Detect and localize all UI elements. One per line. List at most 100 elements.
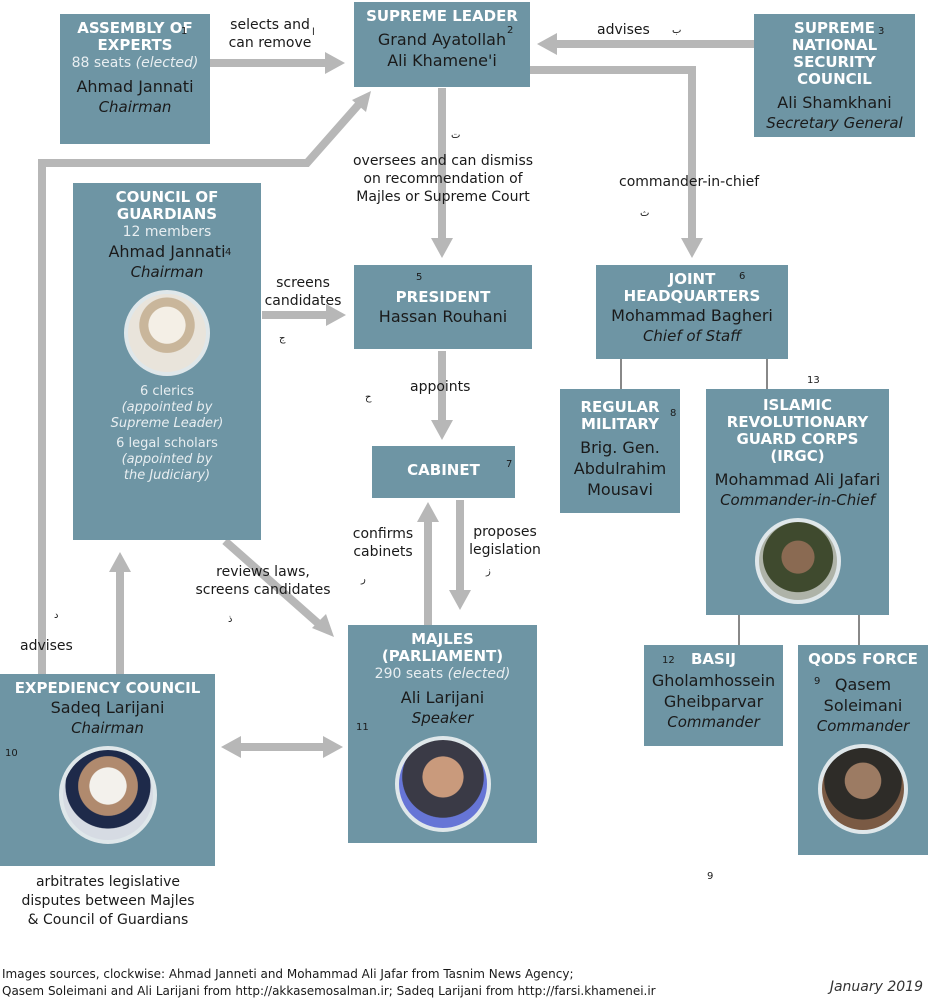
arrowhead-oversees xyxy=(431,238,453,258)
node-role: Commander-in-Chief xyxy=(720,491,875,509)
node-regular-military: Regular Military Brig. Gen. Abdulrahim M… xyxy=(560,389,680,513)
marker-confirms: ر xyxy=(361,574,366,585)
sources-line-1: Images sources, clockwise: Ahmad Janneti… xyxy=(2,967,574,981)
node-number-joint: 6 xyxy=(739,271,746,282)
node-joint-headquarters: Joint Headquarters Mohammad Bagheri Chie… xyxy=(596,265,788,359)
node-cabinet: Cabinet xyxy=(372,446,515,498)
portrait-sadeq-larijani-icon xyxy=(58,746,157,844)
node-number-basij: 12 xyxy=(662,655,675,666)
edge-label-confirms: confirms cabinets xyxy=(352,526,414,560)
node-president: President Hassan Rouhani xyxy=(354,265,532,349)
node-number-assembly: 1 xyxy=(181,26,188,37)
node-title: Joint Headquarters xyxy=(623,270,761,305)
edge-label-advises-exp: advises xyxy=(20,638,73,654)
arrowhead-screens xyxy=(326,304,346,326)
node-name: Brig. Gen. Abdulrahim Mousavi xyxy=(573,438,667,499)
node-number-qods: 9 xyxy=(814,676,821,687)
arrowhead-proposes xyxy=(449,590,471,610)
node-name: Ali Larijani xyxy=(400,688,485,707)
node-seats: 88 seats xyxy=(71,55,132,71)
edge-label-commander: commander-in-chief xyxy=(619,174,760,190)
node-title: Basij xyxy=(690,650,736,668)
marker-screens: ج xyxy=(279,333,286,344)
arrowhead-exp-guardians xyxy=(109,552,131,572)
edge-reviews xyxy=(222,538,323,628)
node-name: Sadeq Larijani xyxy=(50,698,165,717)
node-clerics-note: (appointed by Supreme Leader) xyxy=(110,400,224,431)
node-irgc: Islamic Revolutionary Guard Corps (IRGC)… xyxy=(706,389,889,615)
node-number-regular: 8 xyxy=(670,408,677,419)
arrowhead-confirms xyxy=(417,502,439,522)
marker-proposes: ز xyxy=(486,566,491,577)
node-number-expediency: 10 xyxy=(5,748,18,759)
node-title: Regular Military xyxy=(580,398,660,433)
node-title: Supreme Leader xyxy=(366,7,518,25)
edge-label-advises-snsc: advises xyxy=(597,22,650,38)
node-qods-force: Qods Force Qasem Soleimani Commander xyxy=(798,645,928,855)
arrowhead-reviews xyxy=(312,614,334,637)
portrait-ahmad-jannati-icon xyxy=(124,290,210,376)
node-name: Gholamhossein Gheibparvar xyxy=(651,671,776,711)
node-title: Majles (Parliament) xyxy=(381,630,504,665)
node-title: Islamic Revolutionary Guard Corps (IRGC) xyxy=(726,396,869,465)
node-number-majles: 11 xyxy=(356,722,369,733)
edge-label-arbitrates: arbitrates legislative disputes between … xyxy=(21,874,195,928)
marker-oversees: ت xyxy=(451,130,461,141)
node-name: Mohammad Bagheri xyxy=(611,306,773,325)
marker-advises-snsc: ب xyxy=(672,25,682,36)
node-number-irgc: 13 xyxy=(807,375,820,386)
node-number-cabinet: 7 xyxy=(506,459,513,470)
node-scholars: 6 legal scholars xyxy=(116,436,218,451)
node-role: Commander xyxy=(667,713,760,731)
portrait-qasem-soleimani-icon xyxy=(818,744,908,834)
edge-advises-exp xyxy=(38,100,363,674)
node-number-snsc: 3 xyxy=(878,26,885,37)
node-name: Ahmad Jannati xyxy=(76,77,194,96)
node-title: Assembly of Experts xyxy=(77,19,193,54)
image-sources: Images sources, clockwise: Ahmad Janneti… xyxy=(2,966,656,1000)
arrowhead-exp-right xyxy=(323,736,343,758)
extra-number: 9 xyxy=(707,871,714,882)
node-seats: 12 members xyxy=(122,224,212,240)
arrowhead-advises-exp xyxy=(352,91,371,112)
node-supreme-leader: Supreme Leader Grand Ayatollah Ali Khame… xyxy=(354,2,530,87)
node-title: Qods Force xyxy=(808,650,918,668)
edge-label-selects: selects and can remove xyxy=(228,17,312,51)
marker-commander: ث xyxy=(640,208,650,219)
node-seats-note: (elected) xyxy=(447,666,511,682)
node-role: Speaker xyxy=(411,709,474,727)
node-number-guardians: 4 xyxy=(225,247,232,258)
node-title: Council of Guardians xyxy=(115,188,219,223)
node-basij: Basij Gholamhossein Gheibparvar Commande… xyxy=(644,645,783,746)
marker-advises-exp: د xyxy=(54,610,59,621)
date-label: January 2019 xyxy=(829,979,923,995)
portrait-ali-larijani-icon xyxy=(394,736,491,832)
marker-reviews: ذ xyxy=(228,614,233,625)
node-supreme-national-security-council: Supreme National Security Council Ali Sh… xyxy=(754,14,915,137)
node-role: Commander xyxy=(816,717,910,735)
node-name: Grand Ayatollah Ali Khamene'i xyxy=(377,30,507,70)
node-seats-note: (elected) xyxy=(135,55,199,71)
node-seats: 290 seats xyxy=(374,666,444,682)
node-role: Chairman xyxy=(130,263,204,281)
sources-line-2: Qasem Soleimani and Ali Larijani from ht… xyxy=(2,984,656,998)
edge-label-screens: screens candidates xyxy=(264,275,342,309)
marker-appoints: ح xyxy=(365,392,372,403)
edge-label-reviews: reviews laws, screens candidates xyxy=(195,564,331,598)
node-name: Mohammad Ali Jafari xyxy=(714,470,881,489)
node-title: Expediency Council xyxy=(14,679,201,697)
node-council-of-guardians: Council of Guardians 12 members Ahmad Ja… xyxy=(73,183,261,540)
node-number-president: 5 xyxy=(416,272,423,283)
node-role: Chairman xyxy=(71,719,144,737)
node-clerics: 6 clerics xyxy=(139,384,195,399)
node-expediency-council: Expediency Council Sadeq Larijani Chairm… xyxy=(0,674,215,866)
node-scholars-note: (appointed by the Judiciary) xyxy=(121,452,213,483)
edge-label-oversees: oversees and can dismiss on recommendati… xyxy=(352,153,534,205)
arrowhead-exp-left xyxy=(221,736,241,758)
node-title: President xyxy=(395,288,491,306)
node-role: Secretary General xyxy=(766,114,903,132)
edge-label-appoints: appoints xyxy=(410,379,471,395)
node-title: Cabinet xyxy=(407,461,480,479)
node-majles: Majles (Parliament) 290 seats (elected) … xyxy=(348,625,537,843)
